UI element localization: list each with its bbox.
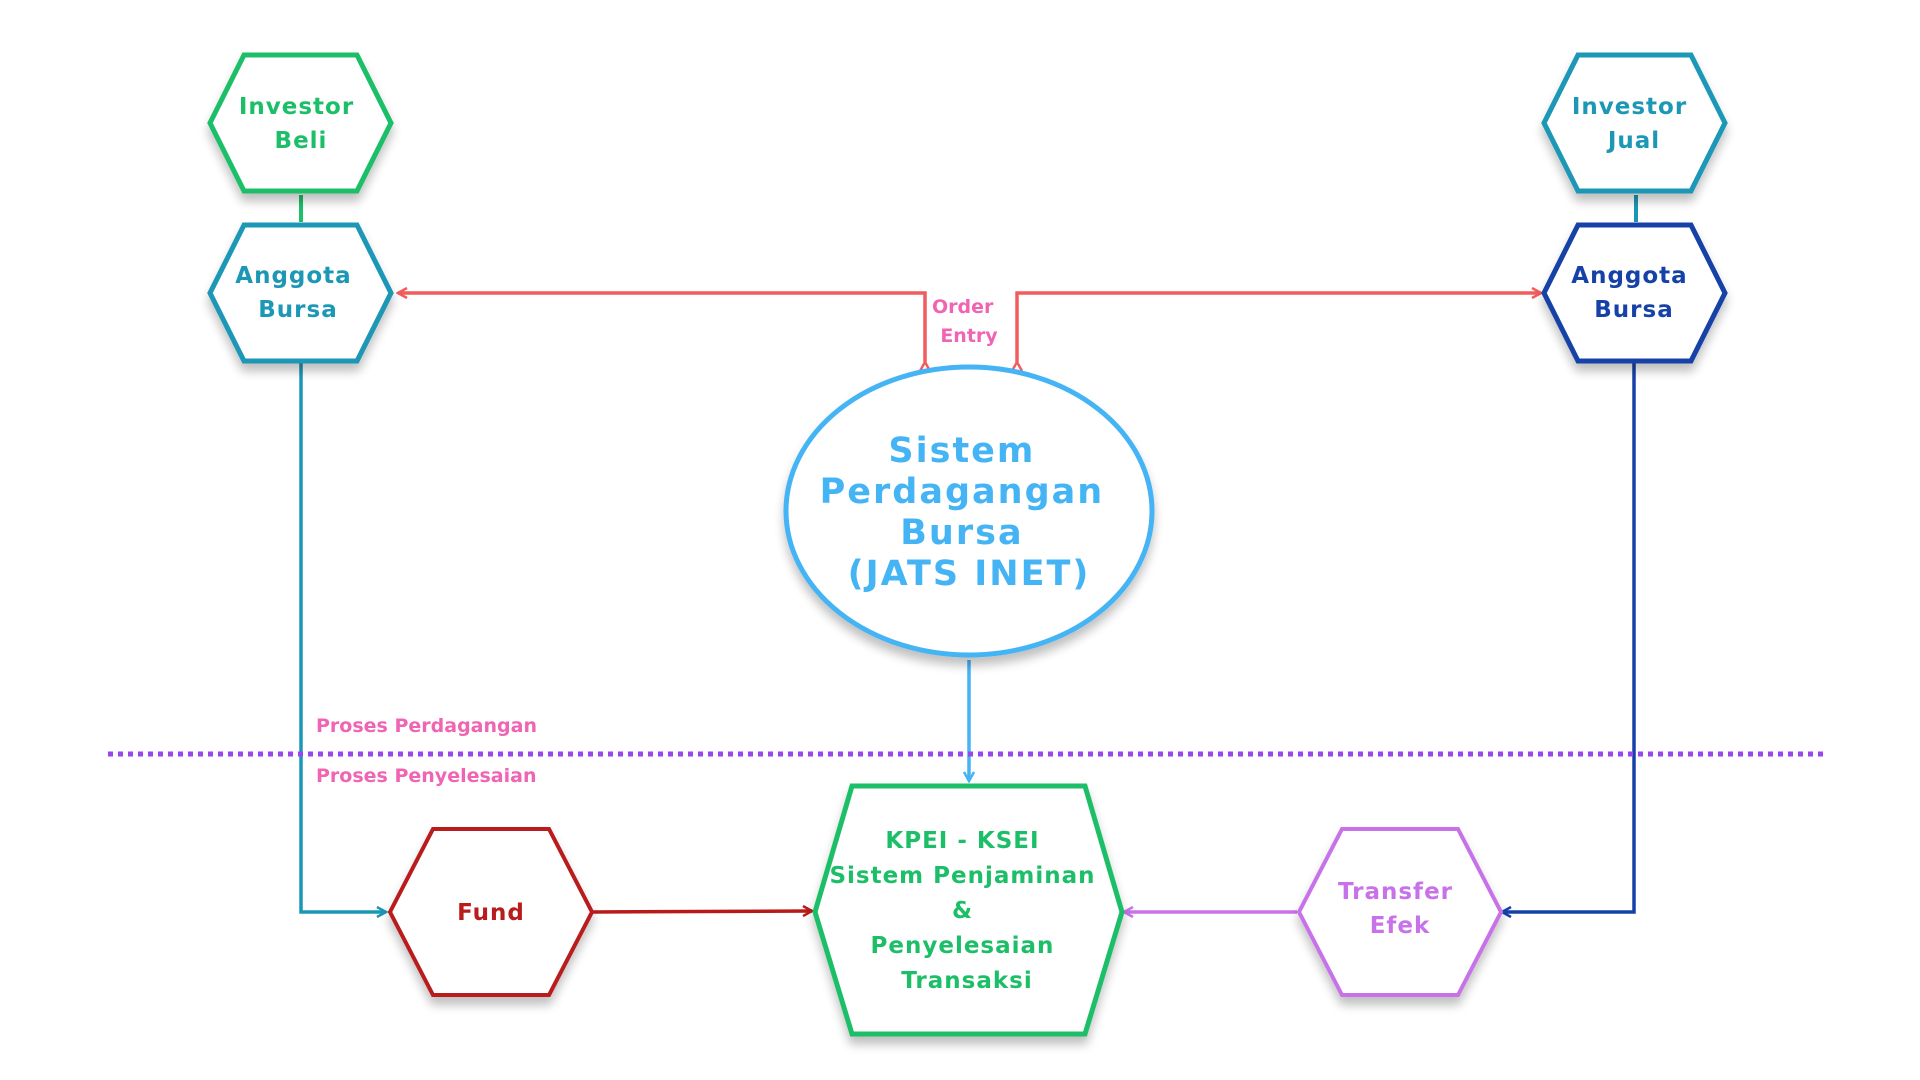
proses-penyelesaian-label: Proses Penyelesaian bbox=[316, 765, 536, 787]
transfer-efek-label: Efek bbox=[1370, 913, 1431, 939]
investor-beli-label: Investor bbox=[239, 94, 354, 120]
fund-label: Fund bbox=[457, 900, 525, 926]
arrow-anggota-left-to-fund bbox=[299, 363, 386, 912]
investor-beli-node: Investor Beli bbox=[207, 52, 394, 194]
order-entry-label: Order Entry bbox=[932, 296, 1000, 347]
svg-text:Anggota Bursa: Anggota Bursa bbox=[235, 263, 360, 323]
svg-text:Fund: Fund bbox=[457, 900, 525, 926]
order-entry-arrow-left bbox=[398, 293, 925, 362]
transfer-efek-label: Transfer bbox=[1338, 879, 1453, 905]
svg-text:Sistem Perdagangan: Sistem Perdagangan Bursa (JATS INET) bbox=[820, 431, 1119, 594]
jats-label: Bursa bbox=[900, 513, 1023, 553]
investor-jual-node: Investor Jual bbox=[1541, 52, 1728, 194]
svg-text:Investor Beli: Investor Beli bbox=[239, 94, 363, 154]
investor-jual-label: Jual bbox=[1606, 128, 1660, 154]
transfer-efek-node: Transfer Efek bbox=[1296, 827, 1504, 997]
jats-inet-node: Sistem Perdagangan Bursa (JATS INET) bbox=[783, 364, 1155, 658]
proses-perdagangan-label: Proses Perdagangan bbox=[316, 715, 537, 737]
arrow-fund-to-kpei bbox=[592, 911, 812, 912]
kpei-label: Sistem Penjaminan bbox=[829, 863, 1095, 889]
kpei-label: Penyelesaian bbox=[871, 933, 1055, 959]
jats-label: Perdagangan bbox=[820, 472, 1105, 512]
kpei-label: & bbox=[952, 898, 973, 924]
anggota-bursa-right-label: Bursa bbox=[1594, 297, 1673, 323]
order-entry-arrow-right bbox=[1017, 293, 1541, 362]
anggota-bursa-left-label: Bursa bbox=[258, 297, 337, 323]
jats-label: Sistem bbox=[888, 431, 1035, 471]
anggota-bursa-left-node: Anggota Bursa bbox=[207, 222, 394, 364]
svg-text:Investor Jual: Investor Jual bbox=[1572, 94, 1696, 154]
arrow-anggota-right-to-transfer bbox=[1502, 363, 1636, 912]
kpei-label: KPEI - KSEI bbox=[885, 828, 1039, 854]
anggota-bursa-right-label: Anggota bbox=[1571, 263, 1687, 289]
svg-text:Transfer Efek: Transfer Efek bbox=[1338, 879, 1462, 939]
kpei-ksei-node: KPEI - KSEI Sistem Penjaminan & Penyeles… bbox=[812, 783, 1125, 1037]
anggota-bursa-right-node: Anggota Bursa bbox=[1541, 222, 1728, 364]
investor-jual-label: Investor bbox=[1572, 94, 1687, 120]
fund-node: Fund bbox=[387, 827, 595, 997]
order-entry-label-line2: Entry bbox=[940, 325, 998, 347]
svg-text:Anggota Bursa: Anggota Bursa bbox=[1571, 263, 1696, 323]
anggota-bursa-left-label: Anggota bbox=[235, 263, 351, 289]
svg-text:KPEI - KSEI Sistem Penja: KPEI - KSEI Sistem Penjaminan & Penyeles… bbox=[829, 828, 1104, 994]
investor-beli-label: Beli bbox=[275, 128, 328, 154]
kpei-label: Transaksi bbox=[901, 968, 1032, 994]
jats-label: (JATS INET) bbox=[848, 554, 1091, 594]
order-entry-label-line1: Order bbox=[932, 296, 994, 318]
